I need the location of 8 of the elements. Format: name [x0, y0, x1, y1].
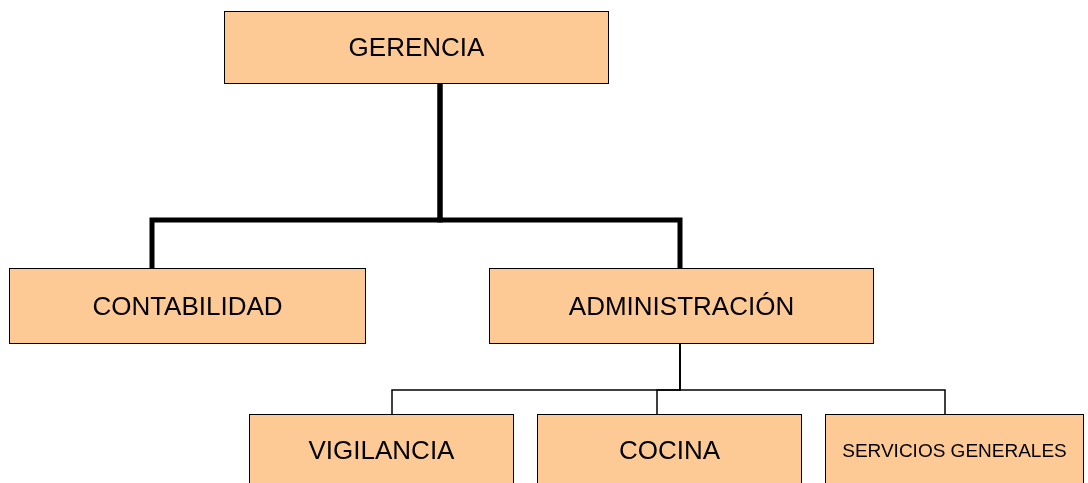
org-unit-box: GERENCIA: [224, 11, 609, 84]
org-unit-box: CONTABILIDAD: [9, 268, 366, 344]
org-unit-box: SERVICIOS GENERALES: [825, 414, 1084, 483]
org-unit-box: ADMINISTRACIÓN: [489, 268, 874, 344]
connector-line: [679, 343, 946, 415]
org-unit-box: VIGILANCIA: [249, 414, 514, 483]
connector-line: [437, 84, 683, 268]
org-unit-box: COCINA: [537, 414, 802, 483]
